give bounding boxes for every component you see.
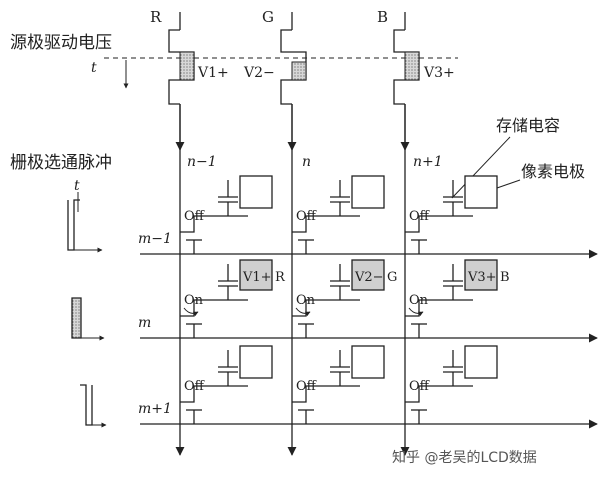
source-waveform-b bbox=[393, 12, 420, 105]
pixel-electrode-0-1 bbox=[351, 175, 385, 209]
source-voltage-b: V3+ bbox=[423, 65, 455, 81]
source-voltage-title: 源极驱动电压 bbox=[10, 33, 112, 53]
switch-state-label: Off bbox=[409, 379, 431, 394]
row-label-m-plus-1: m+1 bbox=[138, 401, 172, 417]
watermark: 知乎 @老吴的LCD数据 bbox=[392, 449, 537, 466]
pixel-cell-r2-c0: Off bbox=[180, 345, 273, 424]
switch-state-label: On bbox=[184, 293, 204, 308]
source-voltage-r: V1+ bbox=[197, 65, 229, 81]
gate-pulse-m-minus-1 bbox=[67, 199, 103, 253]
pixel-voltage-label: V2− bbox=[354, 270, 384, 285]
storage-capacitor-pointer bbox=[451, 136, 511, 199]
column-label-n: n bbox=[302, 154, 311, 170]
switch-state-label: Off bbox=[184, 209, 206, 224]
column-label-n-plus-1: n+1 bbox=[413, 154, 443, 170]
pixel-cell-r0-c2: Off bbox=[405, 175, 498, 254]
pixel-cell-r0-c0: Off bbox=[180, 175, 273, 254]
storage-capacitor-label: 存储电容 bbox=[496, 116, 560, 135]
pixel-electrode-2-0 bbox=[239, 345, 273, 379]
gate-pulse-m-plus-1 bbox=[80, 384, 107, 428]
pixel-electrode-2-1 bbox=[351, 345, 385, 379]
gate-pulse-m bbox=[71, 297, 105, 341]
time-axis-label-side: t bbox=[74, 178, 80, 194]
switch-state-label: On bbox=[409, 293, 429, 308]
source-waveform-g bbox=[280, 12, 307, 105]
pixel-cell-r2-c2: Off bbox=[405, 345, 498, 424]
row-label-m-minus-1: m−1 bbox=[138, 231, 172, 247]
gate-pulse-title: 栅极选通脉冲 bbox=[10, 153, 112, 173]
switch-state-label: On bbox=[296, 293, 316, 308]
pixel-electrode-pointer bbox=[496, 179, 521, 189]
pixel-color-label: B bbox=[500, 270, 510, 285]
time-axis-label-top: t bbox=[91, 60, 97, 76]
pixel-cell-r1-c1: On V2−G bbox=[292, 259, 397, 338]
switch-state-label: Off bbox=[296, 209, 318, 224]
pixel-electrode-label: 像素电极 bbox=[521, 162, 585, 181]
pixel-color-label: G bbox=[387, 270, 397, 285]
channel-r-label: R bbox=[150, 8, 162, 26]
pixel-voltage-label: V1+ bbox=[242, 270, 272, 285]
pixel-electrode-1-1 bbox=[351, 259, 385, 291]
switch-state-label: Off bbox=[184, 379, 206, 394]
pixel-electrode-0-0 bbox=[239, 175, 273, 209]
pixel-color-label: R bbox=[275, 270, 286, 285]
pixel-electrode-1-2 bbox=[464, 259, 498, 291]
row-label-m: m bbox=[138, 315, 151, 331]
pixel-electrode-1-0 bbox=[239, 259, 273, 291]
pixel-electrode-0-2 bbox=[464, 175, 498, 209]
pixel-voltage-label: V3+ bbox=[467, 270, 497, 285]
pixel-cell-r1-c2: On V3+B bbox=[405, 259, 510, 338]
pixel-cell-r0-c1: Off bbox=[292, 175, 385, 254]
switch-state-label: Off bbox=[409, 209, 431, 224]
pixel-cell-r1-c0: On V1+R bbox=[180, 259, 286, 338]
switch-state-label: Off bbox=[296, 379, 318, 394]
pixel-cell-r2-c1: Off bbox=[292, 345, 385, 424]
pixel-electrode-2-2 bbox=[464, 345, 498, 379]
channel-b-label: B bbox=[377, 8, 388, 26]
source-voltage-g: V2− bbox=[243, 65, 275, 81]
source-waveform-r bbox=[168, 12, 195, 105]
channel-g-label: G bbox=[262, 8, 274, 26]
column-label-n-minus-1: n−1 bbox=[187, 154, 217, 170]
